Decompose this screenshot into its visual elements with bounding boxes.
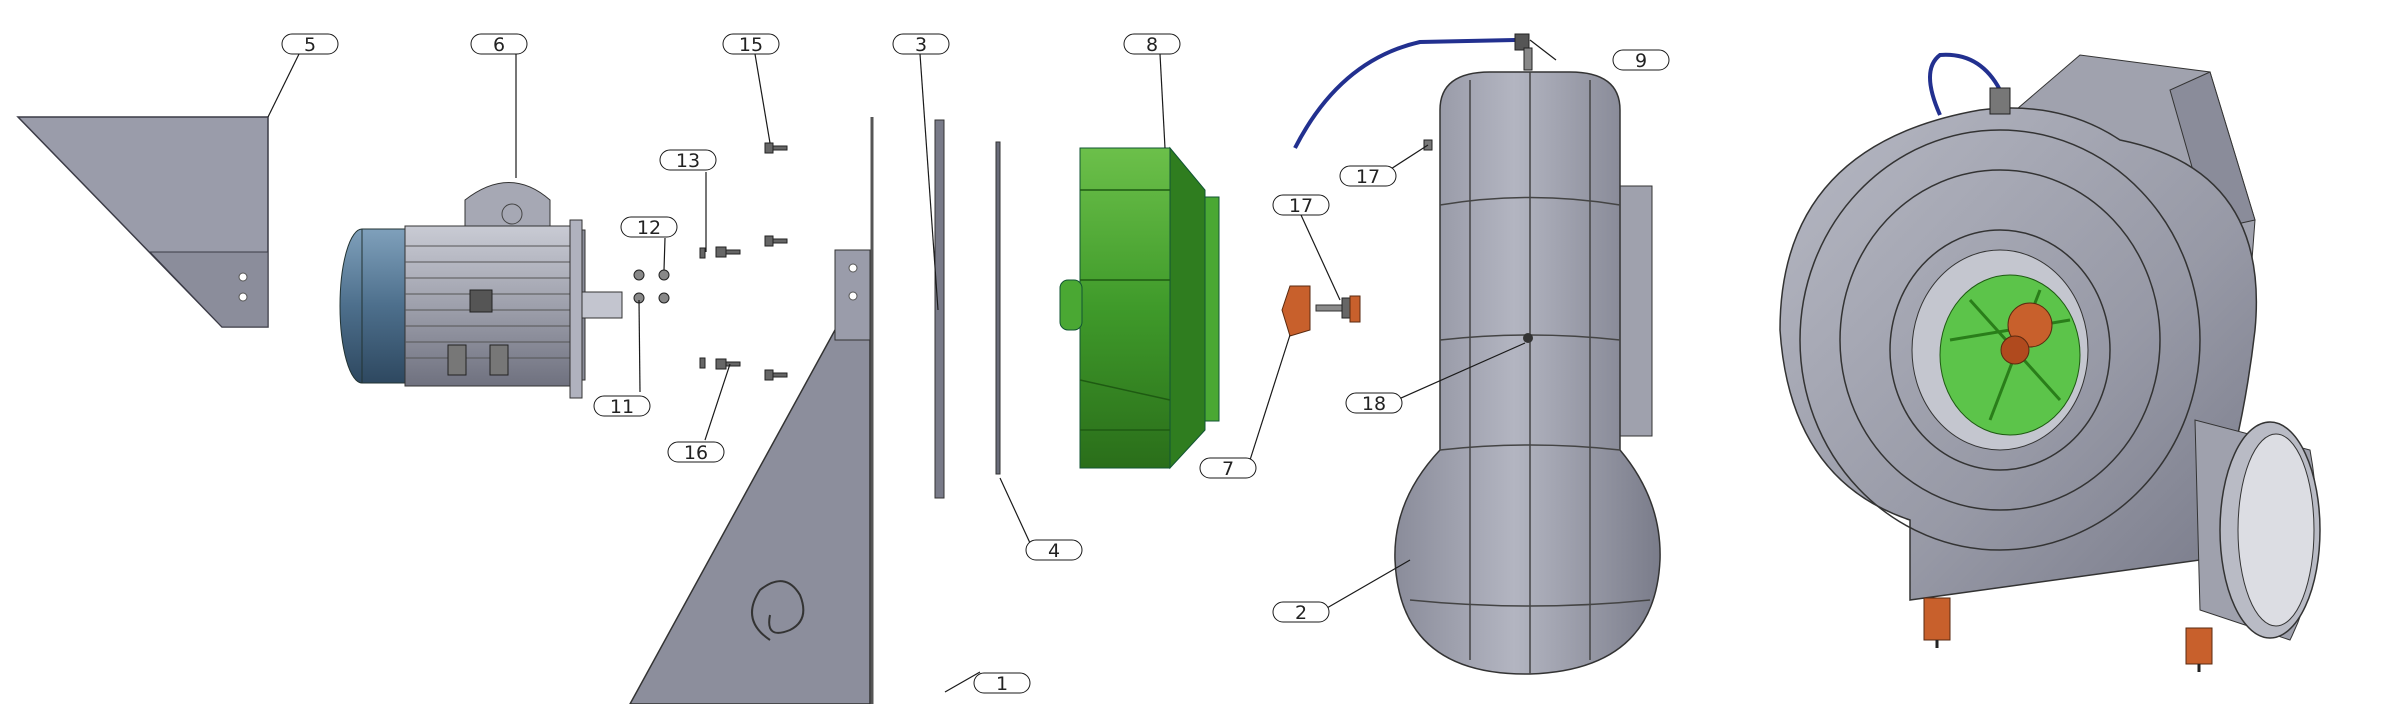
svg-text:16: 16 (684, 442, 708, 464)
part-9-hose-fitting (1293, 33, 1533, 149)
svg-text:2: 2 (1295, 602, 1307, 624)
svg-text:13: 13 (676, 150, 700, 172)
leader-lines (267, 39, 1557, 693)
balloon-13: 13 (659, 149, 717, 172)
svg-text:7: 7 (1222, 458, 1234, 480)
balloon-14: 15 (722, 33, 780, 56)
balloon-15: 16 (667, 441, 725, 464)
balloon-1: 1 (973, 672, 1031, 695)
svg-text:17: 17 (1289, 195, 1313, 217)
part-2-housing (1394, 71, 1661, 675)
balloon-12: 12 (620, 216, 678, 239)
part-7-17-rubber-foot (1281, 285, 1361, 337)
svg-text:15: 15 (739, 34, 763, 56)
assembled-fan-isometric-view (1779, 52, 2321, 672)
part-3-ring (934, 119, 945, 499)
balloon-11: 11 (593, 395, 651, 418)
part-6-motor (339, 182, 623, 399)
part-1-side-panel (629, 117, 874, 704)
svg-text:12: 12 (637, 217, 661, 239)
part-13-14-15-bolts (699, 142, 788, 381)
balloon-9: 9 (1612, 49, 1670, 72)
part-4-gasket (995, 141, 1001, 475)
balloon-4: 4 (1025, 539, 1083, 562)
logo-icon (751, 580, 805, 641)
balloon-6: 6 (470, 33, 528, 56)
part-11-12-nuts (633, 269, 670, 304)
balloon-7: 7 (1199, 457, 1257, 480)
balloon-17: 17 (1272, 194, 1330, 217)
balloon-5: 5 (281, 33, 339, 56)
svg-text:3: 3 (915, 34, 927, 56)
svg-text:4: 4 (1048, 540, 1060, 562)
part-balloons: 5 6 15 3 8 9 17 17 (281, 33, 1670, 695)
balloon-3: 3 (892, 33, 950, 56)
part-5-top-plate (16, 116, 269, 328)
balloon-2: 2 (1272, 601, 1330, 624)
balloon-18: 18 (1345, 392, 1403, 415)
svg-text:17: 17 (1356, 166, 1380, 188)
part-8-impeller (1059, 146, 1220, 470)
svg-text:6: 6 (493, 34, 505, 56)
svg-text:9: 9 (1635, 50, 1647, 72)
svg-text:8: 8 (1146, 34, 1158, 56)
svg-text:11: 11 (610, 396, 634, 418)
svg-text:5: 5 (304, 34, 316, 56)
svg-text:1: 1 (996, 673, 1008, 695)
balloon-16: 17 (1339, 165, 1397, 188)
balloon-8: 8 (1123, 33, 1181, 56)
svg-text:18: 18 (1362, 393, 1386, 415)
